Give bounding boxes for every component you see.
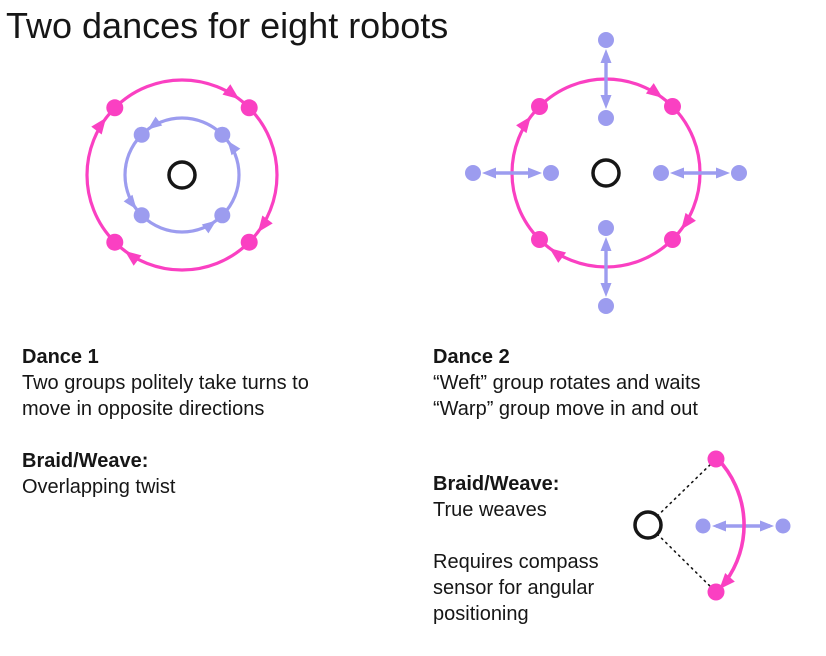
clockwise-arrowhead-pink xyxy=(257,215,273,233)
dance2-braid-heading: Braid/Weave: xyxy=(433,473,560,495)
clockwise-arrowhead-pink xyxy=(516,116,531,134)
robot-dot-purple xyxy=(214,207,231,224)
out-arrowhead-purple xyxy=(716,167,730,179)
dance1-outer-ring xyxy=(85,78,279,272)
dance1-diagram xyxy=(85,78,279,272)
counterclockwise-arrowhead-purple xyxy=(147,116,163,130)
robot-dot-purple xyxy=(695,518,711,534)
robot-dot-purple xyxy=(133,126,150,143)
robot-dot-purple xyxy=(731,165,747,181)
spacer xyxy=(433,523,599,549)
robot-dot-pink xyxy=(106,233,124,251)
dance1-text-block: Dance 1 Two groups politely take turns t… xyxy=(22,344,309,500)
dance1-braid-heading: Braid/Weave: xyxy=(22,450,149,472)
counterclockwise-arrowhead-purple xyxy=(123,194,137,210)
spacer xyxy=(22,422,309,448)
dance2-braid-line: True weaves xyxy=(433,499,547,521)
dance2-heading: Dance 2 xyxy=(433,346,510,368)
robot-dot-purple xyxy=(598,110,614,126)
robot-dot-purple xyxy=(543,165,559,181)
dance2-description-line: “Warp” group move in and out xyxy=(433,398,698,420)
clockwise-arrowhead-pink xyxy=(681,212,696,230)
dance2-text-block: Dance 2 “Weft” group rotates and waits “… xyxy=(433,344,701,422)
clockwise-arrowhead-pink xyxy=(645,83,663,98)
in-arrowhead-purple xyxy=(600,95,612,109)
robot-dot-purple xyxy=(598,220,614,236)
dance1-inner-ring xyxy=(123,116,241,234)
dance2-braid-note-line: positioning xyxy=(433,603,529,625)
in-arrowhead-purple xyxy=(712,520,726,532)
robot-dot-pink xyxy=(664,98,681,115)
robot-dot-purple xyxy=(653,165,669,181)
clockwise-arrowhead-pink xyxy=(719,572,735,590)
center-marker-circle xyxy=(633,510,663,540)
robot-dot-pink xyxy=(707,450,725,468)
out-arrowhead-purple xyxy=(600,283,612,297)
clockwise-arrowhead-pink xyxy=(549,248,567,263)
robot-dot-purple xyxy=(465,165,481,181)
rotation-arc-pink xyxy=(715,457,746,584)
clockwise-arrowhead-pink xyxy=(222,84,240,100)
sight-line-dotted xyxy=(656,463,712,517)
in-arrowhead-purple xyxy=(670,167,684,179)
dance2-braid-note-line: sensor for angular xyxy=(433,577,595,599)
robot-dot-purple xyxy=(133,207,150,224)
robot-dot-purple xyxy=(775,518,791,534)
robot-dot-pink xyxy=(106,99,124,117)
robot-dot-purple xyxy=(214,126,231,143)
clockwise-arrowhead-pink xyxy=(91,117,107,135)
robot-dot-pink xyxy=(664,231,681,248)
sight-line-dotted xyxy=(656,533,712,588)
weave-detail-diagram xyxy=(633,450,791,601)
robot-dot-purple xyxy=(598,298,614,314)
robot-dot-purple xyxy=(598,32,614,48)
dance1-braid-line: Overlapping twist xyxy=(22,476,176,498)
robot-dot-pink xyxy=(531,98,548,115)
dance1-description-line: Two groups politely take turns to xyxy=(22,372,309,394)
in-arrowhead-purple xyxy=(600,237,612,251)
out-arrowhead-purple xyxy=(482,167,496,179)
robot-dot-pink xyxy=(240,233,258,251)
page-title: Two dances for eight robots xyxy=(6,5,449,46)
dance2-braid-note-line: Requires compass xyxy=(433,551,599,573)
in-arrowhead-purple xyxy=(528,167,542,179)
out-arrowhead-purple xyxy=(600,49,612,63)
dance2-braid-text-block: Braid/Weave: True weaves Requires compas… xyxy=(433,471,599,627)
center-marker-circle xyxy=(591,158,621,188)
robot-dot-pink xyxy=(531,231,548,248)
counterclockwise-arrowhead-purple xyxy=(201,220,217,234)
dance1-heading: Dance 1 xyxy=(22,346,99,368)
dance2-description-line: “Weft” group rotates and waits xyxy=(433,372,701,394)
dance1-description-line: move in opposite directions xyxy=(22,398,265,420)
dance2-diagram xyxy=(465,32,747,314)
center-marker-circle xyxy=(167,160,197,190)
robot-dot-pink xyxy=(240,99,258,117)
out-arrowhead-purple xyxy=(760,520,774,532)
counterclockwise-arrowhead-purple xyxy=(227,140,241,156)
robot-dot-pink xyxy=(707,583,725,601)
clockwise-arrowhead-pink xyxy=(124,250,142,266)
